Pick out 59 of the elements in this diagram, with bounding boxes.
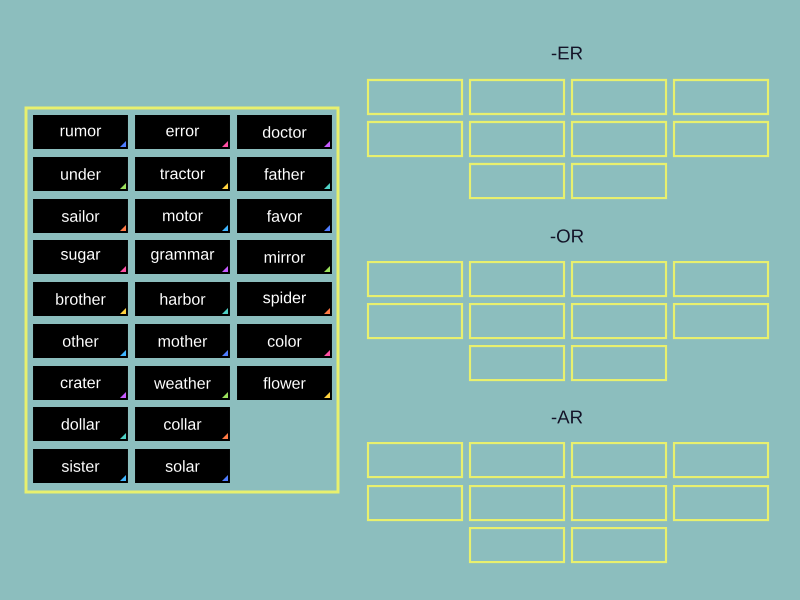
word-tile: mirror xyxy=(237,240,332,274)
drop-box xyxy=(570,120,668,158)
drop-box xyxy=(366,442,464,478)
drop-box xyxy=(366,78,464,116)
drop-box xyxy=(468,302,566,340)
panel xyxy=(24,106,340,494)
word-tile: brother xyxy=(33,282,128,316)
drop-box xyxy=(468,162,566,200)
drop-box xyxy=(672,302,770,340)
drop-box xyxy=(570,260,668,298)
drop-box xyxy=(672,78,770,116)
drop-box xyxy=(570,442,668,478)
drop-box xyxy=(366,302,464,340)
drop-box xyxy=(468,526,566,564)
drop-box xyxy=(468,344,566,382)
word-tile: color xyxy=(237,324,332,358)
group-heading: -ER xyxy=(552,46,582,60)
word-tile: solar xyxy=(135,449,230,483)
word-tile: tractor xyxy=(135,157,230,191)
word-tile: motor xyxy=(135,199,230,233)
drop-box xyxy=(366,120,464,158)
word-tile: rumor xyxy=(33,115,128,149)
drop-box xyxy=(570,526,668,564)
word-tile: doctor xyxy=(237,115,332,149)
word-tile: sugar xyxy=(33,240,128,274)
word-tile: under xyxy=(33,157,128,191)
drop-box xyxy=(366,260,464,298)
word-tile: favor xyxy=(237,199,332,233)
group-heading: -AR xyxy=(552,410,582,424)
word-tile: crater xyxy=(33,366,128,400)
drop-box xyxy=(570,344,668,382)
drop-box xyxy=(468,120,566,158)
drop-box xyxy=(570,78,668,116)
group-heading: -OR xyxy=(550,229,584,243)
drop-box xyxy=(672,484,770,522)
drop-box xyxy=(570,302,668,340)
word-tile: father xyxy=(237,157,332,191)
word-tile: dollar xyxy=(33,407,128,441)
word-tile: other xyxy=(33,324,128,358)
drop-box xyxy=(570,484,668,522)
word-tile: harbor xyxy=(135,282,230,316)
drop-box xyxy=(570,162,668,200)
drop-box xyxy=(468,78,566,116)
word-tile: mother xyxy=(135,324,230,358)
drop-box xyxy=(468,484,566,522)
word-tile: sailor xyxy=(33,199,128,233)
word-tile: error xyxy=(135,115,230,149)
word-tile: weather xyxy=(135,366,230,400)
word-tile: sister xyxy=(33,449,128,483)
word-tile: grammar xyxy=(135,240,230,274)
word-tile: collar xyxy=(135,407,230,441)
drop-box xyxy=(366,484,464,522)
drop-box xyxy=(468,260,566,298)
word-tile: spider xyxy=(237,282,332,316)
drop-box xyxy=(672,120,770,158)
drop-box xyxy=(672,260,770,298)
drop-box xyxy=(672,442,770,478)
word-tile: flower xyxy=(237,366,332,400)
drop-box xyxy=(468,442,566,478)
